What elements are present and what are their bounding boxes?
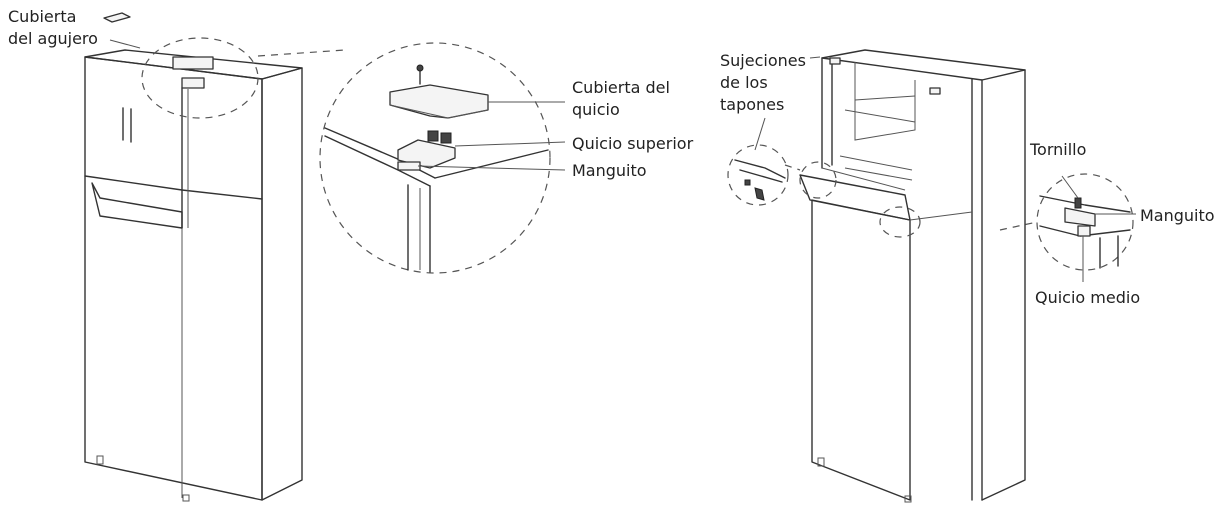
top-hinge	[397, 139, 456, 169]
label-hole-cover-line1: Cubierta	[8, 7, 76, 26]
plug-holders-detail	[727, 144, 789, 206]
label-plug-holders-line1: Sujeciones	[720, 51, 806, 70]
label-plug-holders-line2: de los	[720, 73, 768, 92]
label-middle-hinge: Quicio medio	[1035, 288, 1140, 307]
hole-cover-piece	[103, 12, 131, 23]
hinge-cover-small	[172, 56, 214, 70]
middle-hinge-detail	[1036, 173, 1134, 271]
label-hinge-cover-line1: Cubierta del	[572, 78, 670, 97]
fridge-open	[799, 49, 1026, 503]
fridge-closed	[84, 12, 303, 502]
sleeve	[397, 161, 421, 171]
label-hole-cover-line2: del agujero	[8, 29, 98, 48]
label-sleeve-right: Manguito	[1140, 206, 1215, 225]
label-screw: Tornillo	[1029, 140, 1086, 159]
label-sleeve-left: Manguito	[572, 161, 647, 180]
middle-hinge	[1064, 207, 1096, 227]
top-hinge-detail	[319, 42, 551, 274]
label-plug-holders-line3: tapones	[720, 95, 784, 114]
label-top-hinge: Quicio superior	[572, 134, 694, 153]
label-hinge-cover-line2: quicio	[572, 100, 620, 119]
